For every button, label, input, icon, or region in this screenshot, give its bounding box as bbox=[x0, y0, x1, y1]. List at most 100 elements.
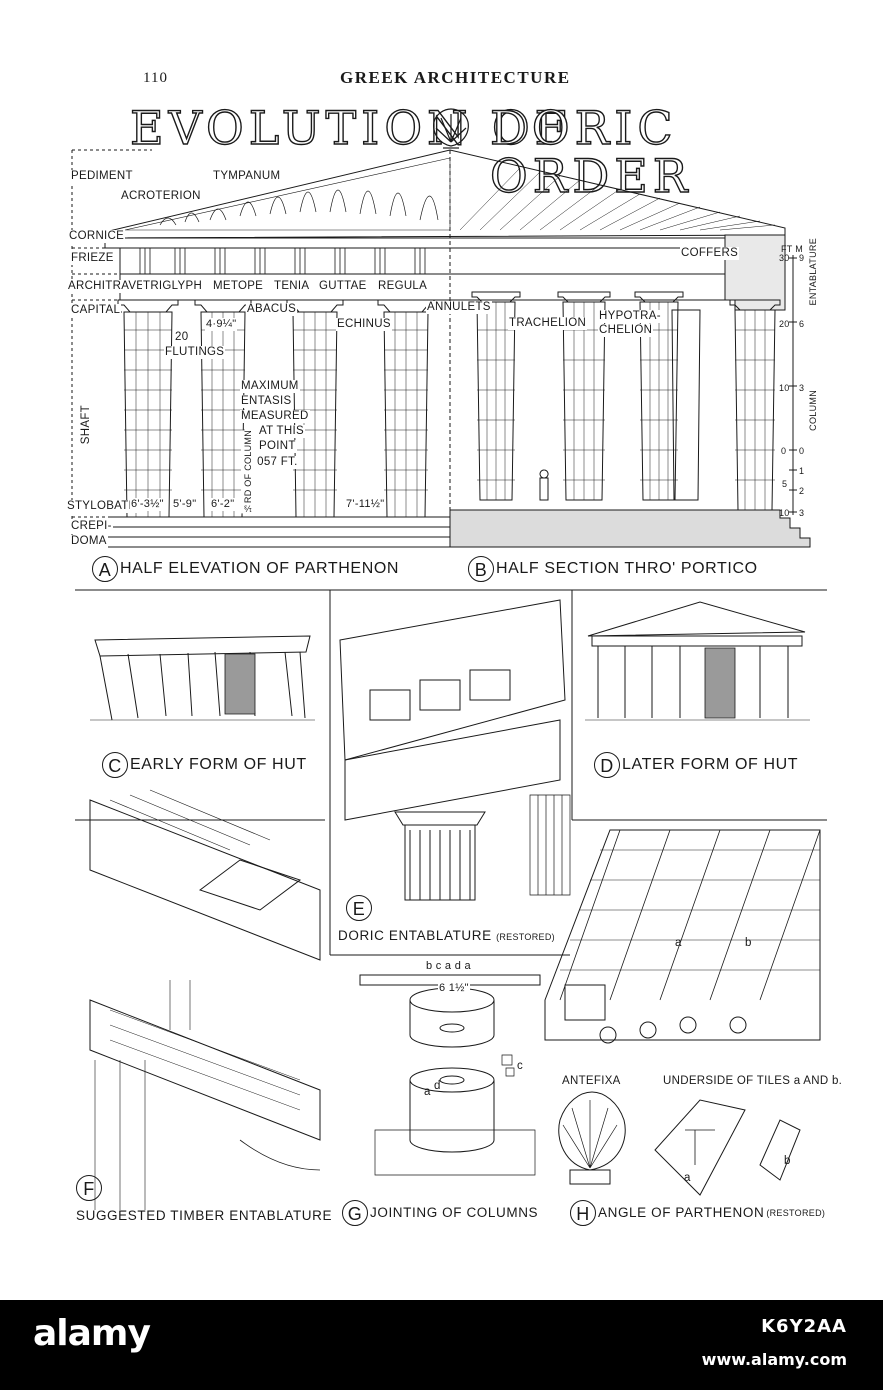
dim-bay-1: 6'-3½" bbox=[130, 498, 165, 511]
timber-entablature-drawing bbox=[89, 789, 321, 1210]
label-column-third: ⅓RD OF COLUMN bbox=[241, 430, 256, 514]
label-pediment: PEDIMENT bbox=[70, 170, 134, 183]
scale-ft-5: 5 bbox=[782, 479, 788, 489]
column-jointing-drawing bbox=[359, 974, 541, 1176]
caption-d: D LATER FORM OF HUT bbox=[594, 752, 798, 778]
angle-parthenon-drawing bbox=[544, 829, 821, 1044]
label-shaft: SHAFT bbox=[79, 405, 94, 445]
scale-bar bbox=[789, 255, 797, 515]
running-head: GREEK ARCHITECTURE bbox=[340, 68, 571, 87]
entasis-line-5: POINT bbox=[258, 440, 297, 453]
caption-h: H ANGLE OF PARTHENON (RESTORED) bbox=[570, 1200, 825, 1226]
caption-e-letter: E bbox=[346, 895, 372, 921]
label-crepidoma-2: DOMA bbox=[70, 535, 108, 548]
scale-m-9: 9 bbox=[799, 253, 805, 263]
frieze-triglyphs bbox=[139, 248, 426, 274]
dim-capital-width: 4·9¼" bbox=[205, 318, 238, 331]
caption-a-letter: A bbox=[92, 556, 118, 582]
caption-c-text: EARLY FORM OF HUT bbox=[130, 756, 307, 773]
scale-m-3: 3 bbox=[799, 383, 805, 393]
caption-d-letter: D bbox=[594, 752, 620, 778]
stylobate-steps bbox=[86, 509, 811, 548]
caption-a: A HALF ELEVATION OF PARTHENON bbox=[92, 556, 399, 582]
entasis-line-2: ENTASIS bbox=[240, 395, 293, 408]
label-capital: CAPITAL bbox=[70, 304, 122, 317]
scale-ft-m-header: FT M bbox=[781, 244, 804, 254]
caption-e-line: DORIC ENTABLATURE (RESTORED) bbox=[338, 923, 555, 950]
label-abacus: ABACUS bbox=[246, 303, 298, 316]
scale-m-6: 6 bbox=[799, 319, 805, 329]
panel-frame bbox=[75, 589, 827, 956]
label-crepidoma-1: CREPI- bbox=[70, 520, 113, 533]
scale-entablature: ENTABLATURE bbox=[806, 238, 821, 306]
dim-bay-4: 7'-11½" bbox=[345, 498, 386, 511]
tympanum-sculpture bbox=[159, 189, 439, 226]
label-cornice: CORNICE bbox=[68, 230, 126, 243]
caption-g: G JOINTING OF COLUMNS bbox=[342, 1200, 538, 1226]
label-tile-a: a bbox=[684, 1172, 691, 1184]
section-pediment-hatch bbox=[459, 167, 776, 231]
column-flutings bbox=[124, 302, 775, 517]
tiles-underside-drawing bbox=[654, 1099, 801, 1196]
label-hypotrachelion-2: CHELION bbox=[598, 324, 654, 337]
scale-ft-20: 20 bbox=[779, 319, 790, 329]
scale-ft-0: 0 bbox=[781, 446, 787, 456]
scale-ft-10: 10 bbox=[779, 383, 790, 393]
scale-ft-10-lower: 10 bbox=[779, 508, 790, 518]
entasis-line-1: MAXIMUM bbox=[240, 380, 300, 393]
label-angle-a: a bbox=[675, 937, 682, 949]
caption-g-letter: G bbox=[342, 1200, 368, 1226]
scale-column: COLUMN bbox=[806, 390, 821, 431]
label-joint-dim: 6 1½" bbox=[438, 982, 470, 995]
scale-m-3-lower: 3 bbox=[799, 508, 805, 518]
caption-e-text: DORIC ENTABLATURE bbox=[338, 928, 492, 943]
entasis-line-3: MEASURED bbox=[240, 410, 310, 423]
caption-f-text: SUGGESTED TIMBER ENTABLATURE bbox=[76, 1208, 333, 1223]
main-title-right: DORIC ORDER bbox=[489, 101, 693, 203]
label-hypotrachelion-1: HYPOTRA- bbox=[598, 310, 662, 323]
brand-logo: alamy bbox=[33, 1313, 151, 1354]
label-drum-d: d bbox=[434, 1080, 441, 1092]
label-angle-b: b bbox=[745, 937, 752, 949]
later-hut-drawing bbox=[585, 601, 810, 721]
stock-site-url[interactable]: www.alamy.com bbox=[701, 1350, 847, 1369]
caption-a-text: HALF ELEVATION OF PARTHENON bbox=[120, 560, 400, 577]
anthemion-ornament bbox=[433, 108, 469, 149]
entasis-line-4: AT THIS bbox=[258, 425, 305, 438]
dim-bay-3: 6'-2" bbox=[210, 498, 236, 511]
human-figure bbox=[539, 469, 549, 501]
label-tenia: TENIA bbox=[273, 280, 311, 293]
label-tile-b: b bbox=[784, 1155, 791, 1167]
entasis-line-6: ·057 FT. bbox=[252, 456, 299, 469]
label-triglyph: TRIGLYPH bbox=[142, 280, 204, 293]
scale-m-2: 2 bbox=[799, 486, 805, 496]
column bbox=[671, 309, 701, 501]
caption-h-letter: H bbox=[570, 1200, 596, 1226]
doric-entablature-drawing bbox=[339, 599, 571, 901]
page-number: 110 bbox=[143, 70, 168, 86]
dim-bay-2: 5'-9" bbox=[172, 498, 198, 511]
caption-e-note: (RESTORED) bbox=[496, 932, 555, 942]
scale-ft-30: 30 bbox=[779, 253, 790, 263]
stock-footer-bar bbox=[0, 1300, 883, 1390]
label-architrave: ARCHITRAVE bbox=[67, 280, 146, 293]
caption-f-letter: F bbox=[76, 1175, 102, 1201]
label-flutings-count: 20 bbox=[174, 331, 190, 344]
caption-h-text: ANGLE OF PARTHENON bbox=[598, 1205, 765, 1220]
caption-b-text: HALF SECTION THRO' PORTICO bbox=[496, 560, 758, 577]
caption-b: B HALF SECTION THRO' PORTICO bbox=[468, 556, 758, 582]
label-frieze: FRIEZE bbox=[70, 252, 115, 265]
caption-f: F SUGGESTED TIMBER ENTABLATURE bbox=[76, 1175, 332, 1229]
frieze-band bbox=[119, 247, 726, 275]
label-acroterion: ACROTERION bbox=[120, 190, 202, 203]
label-underside-tiles: UNDERSIDE OF TILES a AND b. bbox=[663, 1075, 843, 1087]
caption-g-text: JOINTING OF COLUMNS bbox=[370, 1205, 539, 1220]
label-coffers: COFFERS bbox=[680, 247, 740, 260]
scale-m-0: 0 bbox=[799, 446, 805, 456]
label-guttae: GUTTAE bbox=[318, 280, 368, 293]
caption-e: E DORIC ENTABLATURE (RESTORED) bbox=[338, 895, 555, 950]
label-drum-a: a bbox=[424, 1086, 431, 1098]
label-tympanum: TYMPANUM bbox=[212, 170, 282, 183]
caption-c: C EARLY FORM OF HUT bbox=[102, 752, 307, 778]
